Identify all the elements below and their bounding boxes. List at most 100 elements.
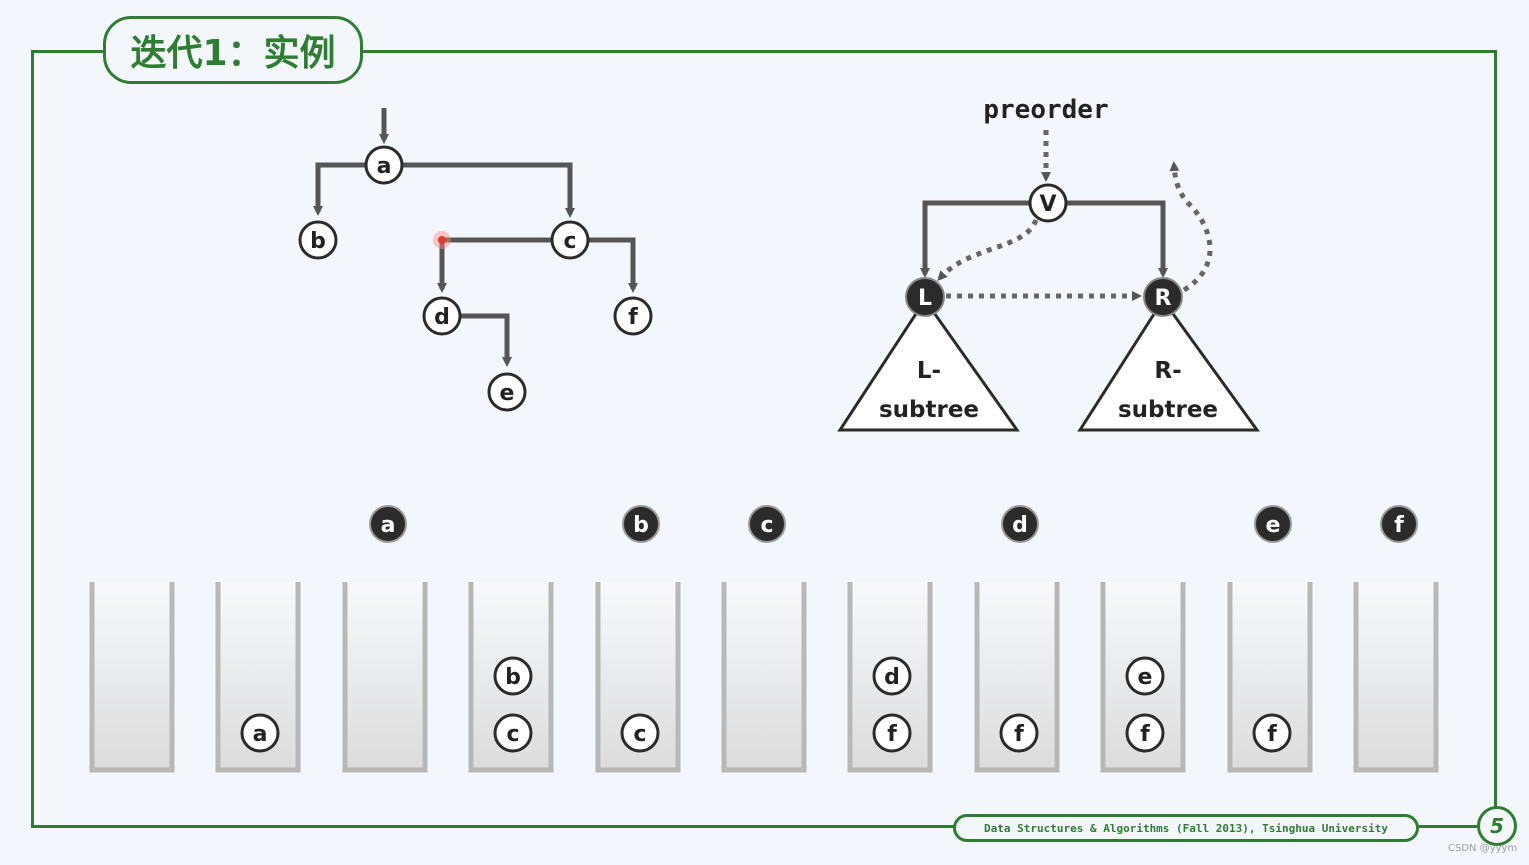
- schema-node-v: V: [1028, 183, 1068, 223]
- slide-title: 迭代1：实例: [103, 16, 363, 84]
- schema-node-r: R: [1143, 277, 1183, 317]
- stack-item-label: f: [1267, 722, 1277, 747]
- visited-node-label: b: [633, 513, 649, 538]
- stack-container: [974, 582, 1060, 773]
- visited-node-label: a: [381, 513, 396, 538]
- step-6: c: [721, 505, 807, 773]
- left-subtree-line1: L-: [917, 358, 941, 384]
- right-subtree-line2: subtree: [1118, 397, 1218, 423]
- tree-node-e-label: e: [500, 381, 515, 406]
- footer-course: Data Structures & Algorithms (Fall 2013)…: [953, 814, 1419, 842]
- stack-item-label: a: [253, 722, 268, 747]
- stack-item: d: [872, 656, 912, 696]
- schema-node-l: L: [905, 277, 945, 317]
- tree-edge-c-d: [437, 237, 552, 293]
- tree-edge-a-b: [313, 162, 366, 216]
- tree-node-a: a: [364, 145, 404, 185]
- schema-edge-v-l: [920, 200, 1030, 278]
- tree-node-c: c: [550, 220, 590, 260]
- tree-node-d-label: d: [434, 305, 450, 330]
- visited-node: d: [1001, 505, 1039, 543]
- stack-item-label: c: [506, 722, 519, 747]
- schema-edge-v-r: [1066, 200, 1168, 278]
- schema-node-v-label: V: [1039, 192, 1056, 217]
- tree-node-b: b: [298, 220, 338, 260]
- stack-container: [595, 582, 681, 773]
- step-8: df: [974, 505, 1060, 773]
- stack-item: c: [620, 713, 660, 753]
- step-4: bc: [468, 582, 554, 773]
- stack-item-label: f: [1014, 722, 1024, 747]
- stack-item: f: [1252, 713, 1292, 753]
- visited-node-label: c: [760, 513, 773, 538]
- stack-container: [215, 582, 301, 773]
- slide-frame: [31, 50, 1497, 828]
- visited-node: a: [369, 505, 407, 543]
- step-9: ef: [1100, 582, 1186, 773]
- step-1: [89, 582, 175, 773]
- stack-item-label: f: [887, 722, 897, 747]
- schema-node-r-label: R: [1155, 286, 1172, 311]
- stack-item-label: f: [1140, 722, 1150, 747]
- stack-container: [1100, 582, 1186, 773]
- stack-item-label: b: [505, 665, 521, 690]
- tree-node-b-label: b: [310, 229, 326, 254]
- step-3: a: [342, 505, 428, 773]
- stack-container: [721, 582, 807, 773]
- visited-node-label: d: [1012, 513, 1028, 538]
- dotted-v-to-l: [937, 218, 1039, 281]
- stack-container: [468, 582, 554, 773]
- stack-item: f: [999, 713, 1039, 753]
- tree-edge-d-e: [460, 313, 512, 367]
- right-subtree-triangle: R- subtree: [1077, 297, 1260, 432]
- tree-node-f-label: f: [628, 305, 638, 330]
- left-subtree-triangle: L- subtree: [837, 297, 1020, 432]
- stack-container: [1227, 582, 1313, 773]
- left-subtree-line2: subtree: [879, 397, 979, 423]
- watermark: CSDN @yyym: [1448, 843, 1518, 854]
- stack-item: e: [1125, 656, 1165, 696]
- step-7: df: [847, 582, 933, 773]
- right-subtree-line1: R-: [1154, 358, 1181, 384]
- visited-node: c: [748, 505, 786, 543]
- visited-node-label: f: [1394, 513, 1404, 538]
- step-2: a: [215, 582, 301, 773]
- page-number: 5: [1477, 806, 1517, 846]
- tree-edge-a-c: [402, 162, 575, 218]
- schema-edges: [920, 200, 1168, 278]
- stack-container: [89, 582, 175, 773]
- stack-fill: [1358, 582, 1434, 768]
- stack-container: [847, 582, 933, 773]
- stack-item: c: [493, 713, 533, 753]
- schema-node-l-label: L: [918, 286, 932, 311]
- stack-item-label: e: [1138, 665, 1153, 690]
- tree-edges: [313, 108, 638, 367]
- tree-node-a-label: a: [377, 154, 392, 179]
- visited-node: b: [622, 505, 660, 543]
- tree-node-c-label: c: [563, 229, 576, 254]
- stack-item: b: [493, 656, 533, 696]
- stack-item: f: [1125, 713, 1165, 753]
- stack-fill: [94, 582, 170, 768]
- stack-item-label: d: [884, 665, 900, 690]
- visited-node: e: [1254, 505, 1292, 543]
- tree-node-e: e: [487, 372, 527, 412]
- stack-fill: [347, 582, 423, 768]
- step-10: ef: [1227, 505, 1313, 773]
- stack-container: [1353, 582, 1439, 773]
- visited-node: f: [1380, 505, 1418, 543]
- tree-node-f: f: [613, 296, 653, 336]
- visited-node-label: e: [1266, 513, 1281, 538]
- stack-container: [342, 582, 428, 773]
- stack-item: f: [872, 713, 912, 753]
- stack-item-label: c: [633, 722, 646, 747]
- stack-item: a: [240, 713, 280, 753]
- step-11: f: [1353, 505, 1439, 773]
- tree-edge-c-f: [588, 237, 638, 293]
- step-5: bc: [595, 505, 681, 773]
- stack-fill: [726, 582, 802, 768]
- cursor-dot: [433, 231, 451, 249]
